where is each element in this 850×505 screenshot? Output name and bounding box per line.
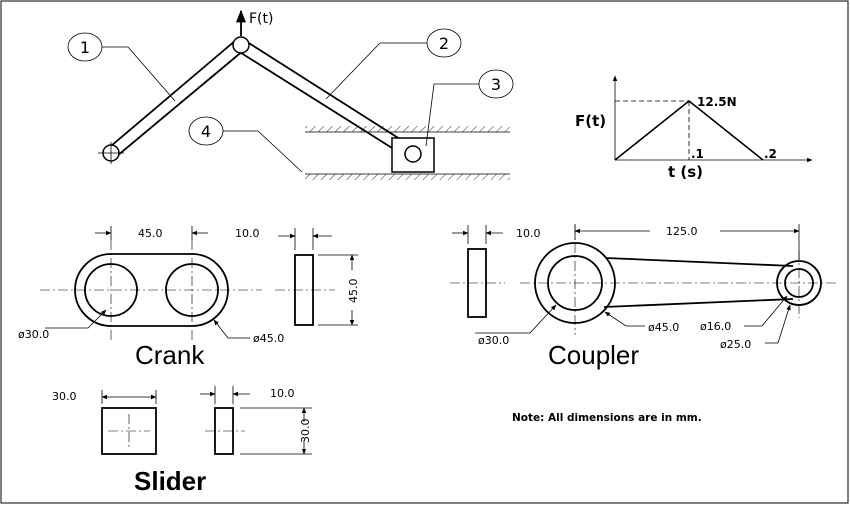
force-graph-tick-2: .2: [764, 147, 777, 161]
coupler-length: 125.0: [666, 225, 698, 238]
coupler-small-hole: [784, 268, 814, 298]
link-1-crank: [110, 39, 237, 147]
crank-hole-left: [84, 263, 138, 317]
svg-text:4: 4: [201, 122, 211, 141]
crank-hole-dia: ø30.0: [18, 328, 49, 341]
ground-bottom-hatch: [305, 174, 510, 180]
crank-coupler-pin: [232, 36, 250, 54]
svg-text:2: 2: [439, 34, 449, 53]
coupler-drawing: 10.0 125.0 ø30.0 ø45.0 ø16.0 ø25.0 Coupl…: [450, 224, 838, 370]
slider-block: [391, 137, 435, 173]
crank-hole-right: [165, 263, 219, 317]
crank-title: Crank: [135, 340, 205, 370]
force-graph-xlabel: t (s): [668, 163, 703, 181]
crank-thickness: 10.0: [235, 227, 260, 240]
balloon-2: 2: [325, 28, 462, 100]
slider-thickness: 10.0: [270, 387, 295, 400]
ground-top-hatch: [305, 126, 510, 132]
coupler-outer-big: ø45.0: [648, 321, 679, 334]
coupler-big-boss: [534, 242, 616, 324]
force-graph-ylabel: F(t): [575, 112, 606, 130]
coupler-hole-big: ø30.0: [478, 334, 509, 347]
crank-drawing: 45.0 10.0 45.0 ø30.0 ø45.0 Crank: [18, 226, 360, 370]
crank-center-distance: 45.0: [138, 227, 163, 240]
dimensions-note: Note: All dimensions are in mm.: [512, 412, 702, 424]
slider-width: 30.0: [52, 390, 77, 403]
force-graph-peak-label: 12.5N: [697, 95, 737, 109]
balloon-1: 1: [67, 32, 176, 102]
coupler-outer-small: ø25.0: [720, 338, 751, 351]
crank-outer-dia: ø45.0: [253, 332, 284, 345]
crank-outline: [74, 253, 229, 327]
slider-pin: [404, 145, 422, 163]
balloon-4: 4: [188, 116, 303, 173]
mechanism-diagram: F(t) 1 2 3 4: [67, 9, 514, 180]
coupler-small-boss: [776, 260, 822, 306]
coupler-bottom-edge: [603, 298, 794, 308]
svg-text:1: 1: [80, 38, 90, 57]
slider-title: Slider: [134, 466, 206, 496]
slider-drawing: 30.0 10.0 30.0 Slider: [52, 386, 312, 496]
force-label: F(t): [249, 11, 273, 27]
svg-text:3: 3: [491, 75, 501, 94]
balloon-3: 3: [425, 69, 514, 147]
force-graph-tick-1: .1: [691, 147, 704, 161]
coupler-title: Coupler: [548, 340, 639, 370]
crank-height: 45.0: [347, 279, 360, 304]
force-graph: F(t) 12.5N .1 .2 t (s): [575, 75, 813, 181]
slider-front-view: [101, 407, 157, 455]
coupler-hole-small: ø16.0: [700, 320, 731, 333]
slider-height: 30.0: [299, 419, 312, 444]
coupler-thickness: 10.0: [516, 227, 541, 240]
coupler-big-hole: [547, 255, 603, 311]
coupler-top-edge: [605, 257, 794, 267]
link-2-coupler: [243, 39, 415, 149]
